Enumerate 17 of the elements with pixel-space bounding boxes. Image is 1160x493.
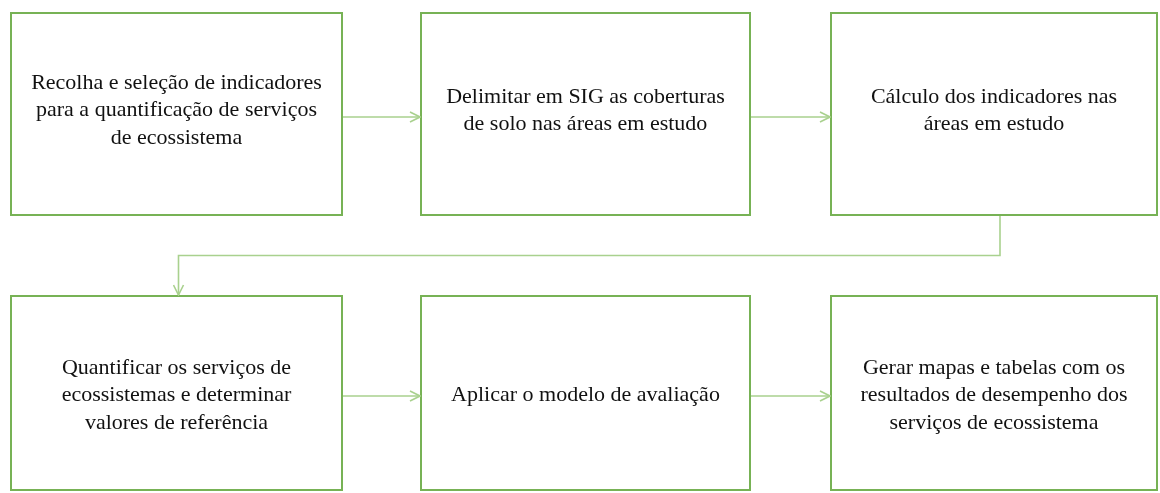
process-box: [830, 295, 1158, 491]
arrow: [172, 215, 1001, 296]
step-text: Delimitar em SIG as coberturas de solo nas áreas em estudo: [445, 81, 726, 137]
step-text: Quantificar os serviços de ecossistemas e determinar valores de referência: [60, 352, 293, 436]
step-text: Gerar mapas e tabelas com os resultados de desempenho dos serviços de ecossistema: [859, 352, 1129, 436]
step-text: Cálculo dos indicadores nas áreas em estudo: [869, 81, 1119, 137]
process-box: [830, 12, 1158, 216]
step-text: Recolha e seleção de indicadores para a quantificação de serviços de ecossistema: [30, 67, 323, 151]
process-box: [10, 295, 343, 491]
arrow: [750, 390, 831, 402]
process-box: [420, 12, 751, 216]
step-text: Aplicar o modelo de avaliação: [451, 380, 720, 408]
process-box: [10, 12, 343, 216]
arrow: [750, 111, 831, 123]
process-box: [420, 295, 751, 491]
arrow: [342, 111, 421, 123]
arrow: [342, 390, 421, 402]
